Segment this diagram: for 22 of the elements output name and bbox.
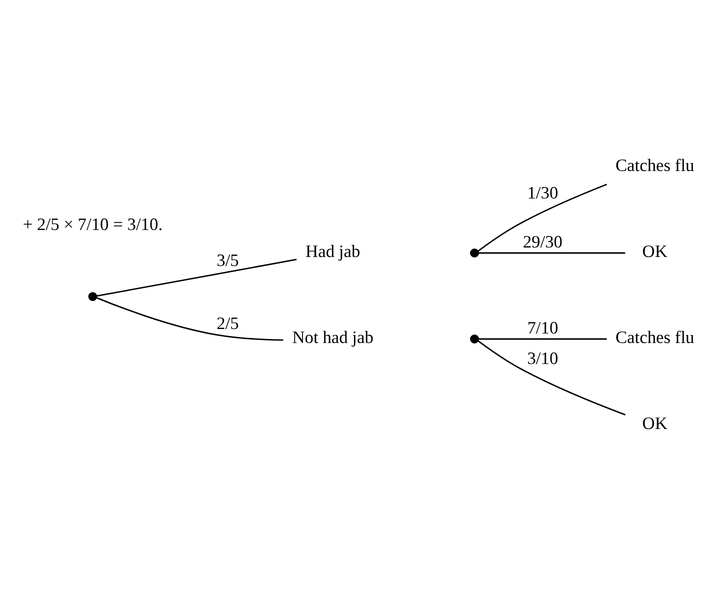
edge-label: 3/5 (216, 250, 239, 270)
connector (478, 340, 626, 416)
node-text: Catches flu (615, 327, 694, 348)
node-text: OK (642, 413, 668, 434)
node-circle (88, 292, 98, 301)
connector (478, 252, 626, 254)
node-circle (470, 334, 479, 344)
connector (96, 297, 284, 341)
node-text: Not had jab (292, 327, 374, 348)
edge-label: 3/10 (527, 348, 558, 368)
label: + 2/5 × 7/10 = 3/10. (22, 214, 163, 234)
connector (96, 258, 297, 297)
node-text: Had jab (306, 241, 360, 262)
connector (478, 338, 607, 340)
edge-label: 29/30 (522, 231, 563, 252)
connector (478, 184, 608, 252)
edge-label: 2/5 (216, 312, 239, 333)
edge-label: 7/10 (527, 317, 558, 338)
edge-label: 1/30 (527, 182, 558, 202)
node-text: OK (642, 241, 668, 262)
node-circle (470, 248, 479, 258)
node-text: Catches flu (615, 155, 694, 176)
